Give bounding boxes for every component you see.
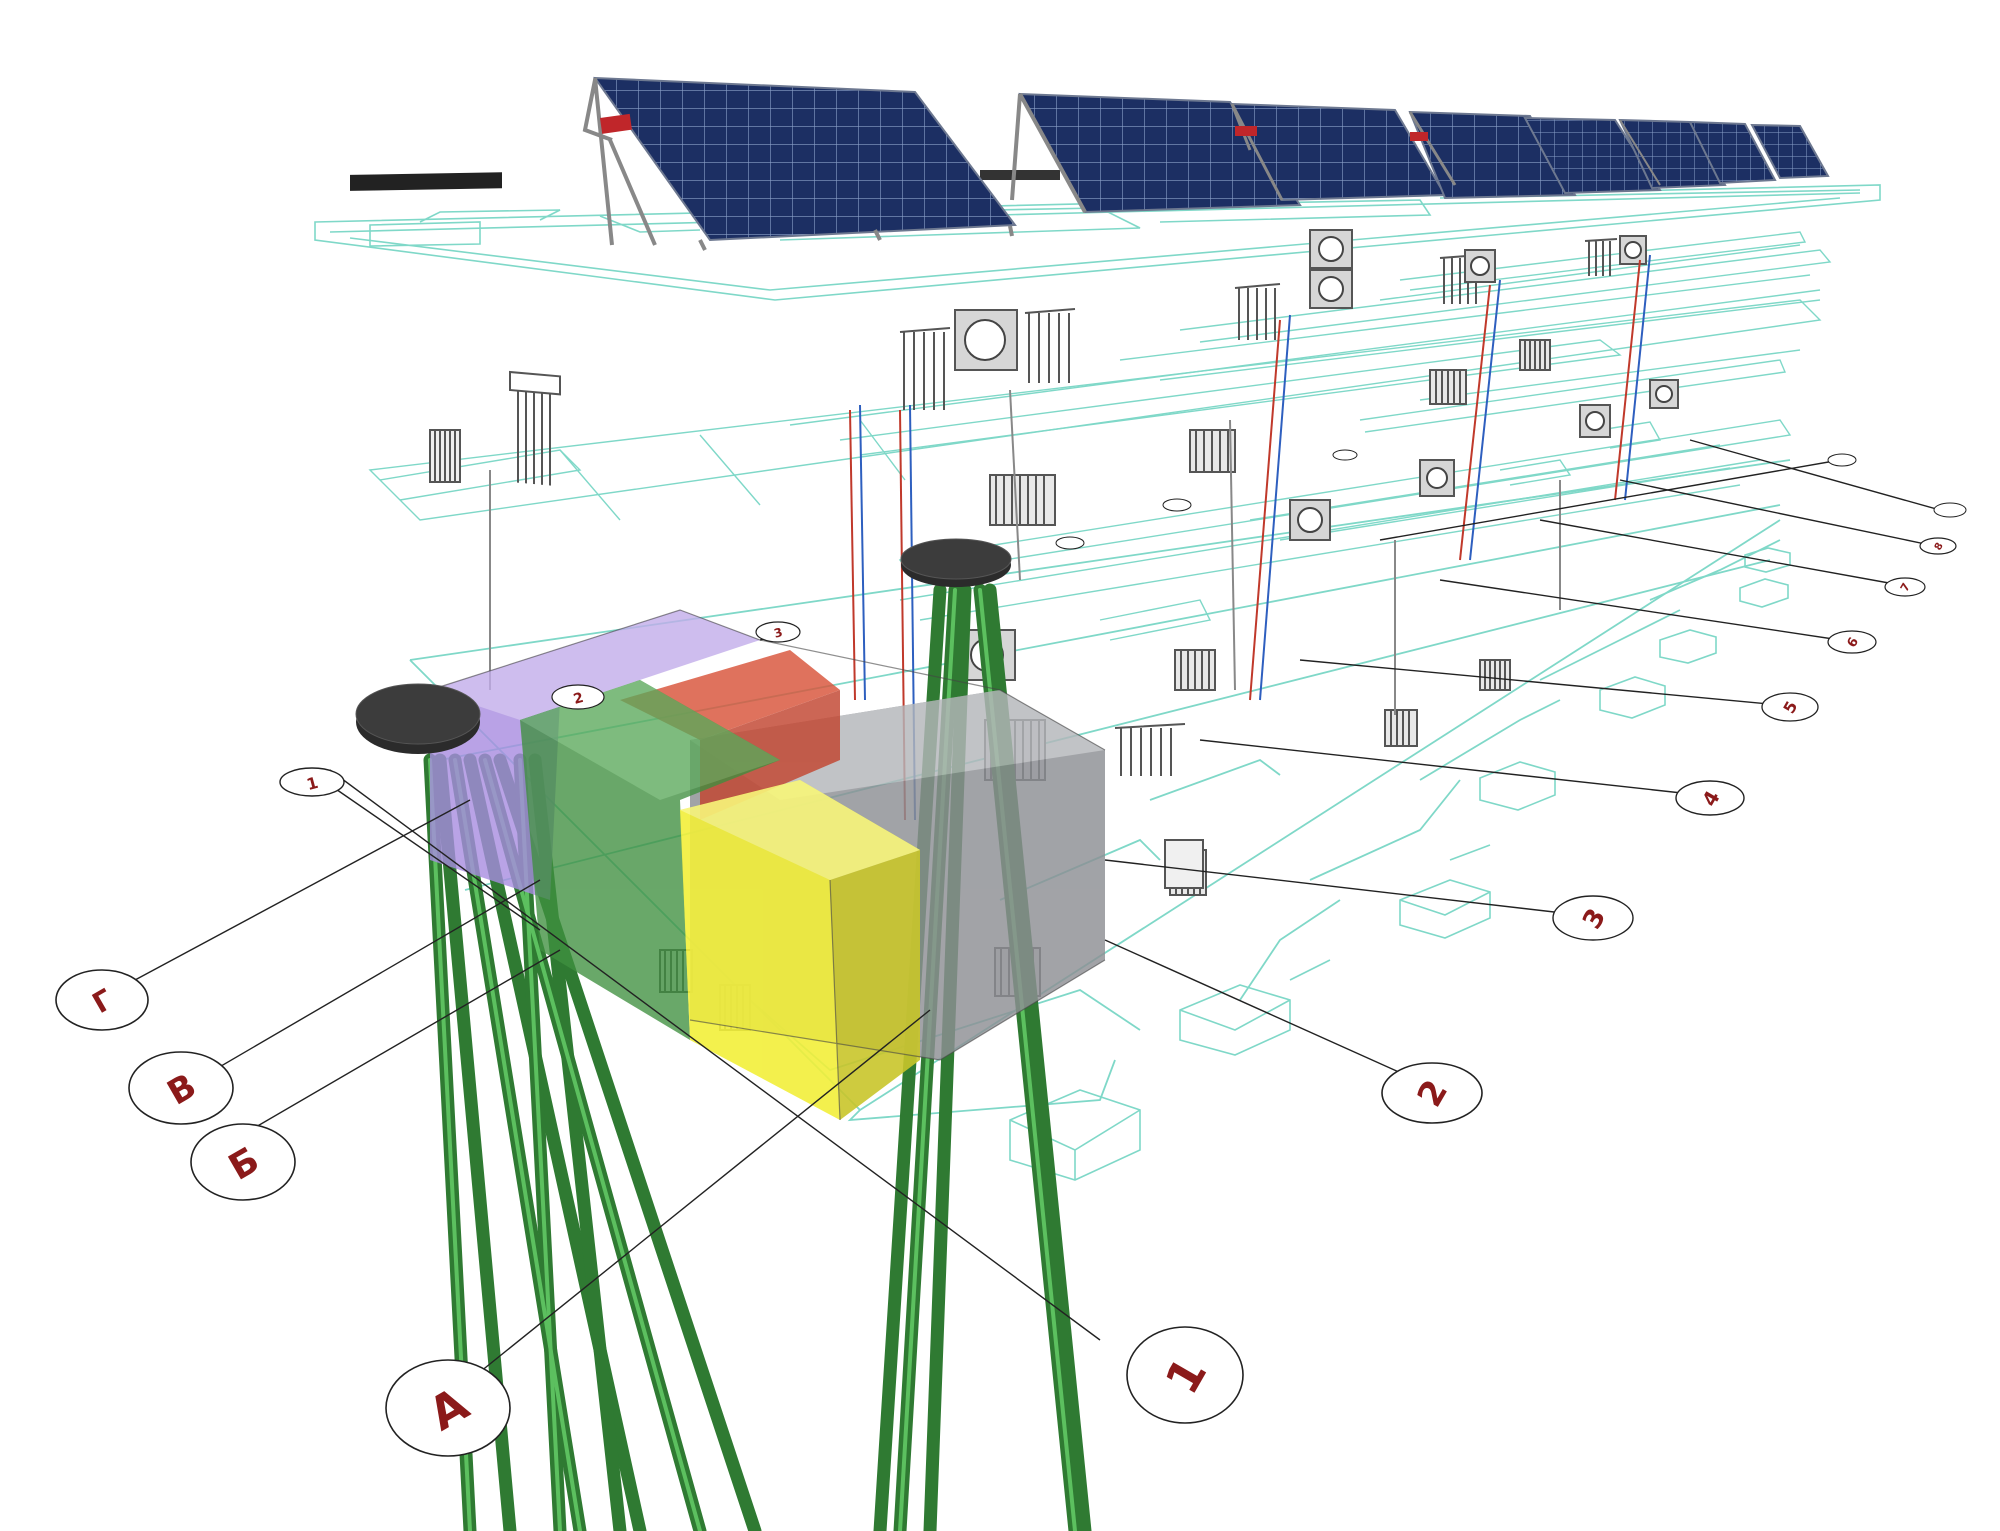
radiator-icon (429, 429, 461, 483)
radiator-icon (1519, 339, 1551, 371)
roof-slab-dark (350, 172, 502, 191)
axis-bubble-far-5 (1332, 449, 1358, 461)
tank-green (520, 680, 780, 1040)
radiator-icon (509, 370, 561, 486)
axis-bubble-2-top: 2 (551, 684, 605, 710)
well-cap-icon (355, 683, 481, 754)
fan-coil-icon (1419, 459, 1455, 497)
radiator-icon (1114, 723, 1186, 776)
fan-coil-icon (1289, 499, 1331, 541)
foundation-boxes (1009, 547, 1791, 1181)
axis-label-1-top: 1 (305, 773, 321, 794)
radiator-icon (1429, 369, 1467, 405)
axis-bubble-far-2 (1827, 453, 1857, 467)
axis-label-3-top: 3 (772, 625, 784, 641)
radiator-icon (1584, 238, 1618, 276)
tank-yellow (680, 780, 920, 1120)
grid-axis-lines (134, 439, 1941, 1381)
fan-coil-icon (954, 309, 1018, 371)
fan-coil-icon (1309, 269, 1353, 309)
solar-panel-icon (1618, 118, 1727, 190)
axis-bubble-1-top: 1 (279, 767, 345, 797)
axis-label-2-top: 2 (572, 690, 586, 708)
radiator-icon (1164, 839, 1204, 889)
axis-bubble-4: 4 (1675, 780, 1745, 816)
well-cap-icon (900, 538, 1012, 587)
solar-panel-icon (582, 76, 1017, 251)
axis-bubble-G: Г (55, 969, 149, 1031)
radiator-icon (1384, 709, 1418, 747)
fan-coil-icon (1464, 249, 1496, 283)
solar-panel-icon (1688, 120, 1777, 185)
thermal-storage-tanks (429, 609, 1106, 1121)
radiator-icon (1024, 308, 1076, 383)
axis-bubble-3-top: 3 (755, 621, 801, 643)
axis-bubble-far-3 (1162, 498, 1192, 512)
axis-bubble-V: В (128, 1051, 234, 1125)
fan-coil-icon (1309, 229, 1353, 269)
fan-coil-icon (1649, 379, 1679, 409)
solar-panel-icon (1750, 123, 1830, 180)
axis-label-8: 8 (1933, 541, 1946, 553)
axis-bubble-A: А (385, 1359, 511, 1457)
radiator-icon (899, 327, 951, 410)
radiator-icon (1234, 283, 1281, 340)
radiator-icon (1479, 659, 1511, 691)
axis-bubble-3: 3 (1552, 895, 1634, 941)
solar-array (582, 76, 1830, 251)
solar-panel-icon (1010, 92, 1302, 214)
axis-bubble-far-4 (1055, 536, 1085, 550)
axis-bubble-8: 8 (1919, 537, 1957, 555)
axis-bubble-2: 2 (1381, 1062, 1483, 1124)
well-caps (355, 538, 1012, 754)
axis-bubble-far-1 (1933, 502, 1967, 518)
fan-coil-icon (1579, 404, 1611, 438)
fan-coil-icon (1619, 235, 1647, 265)
axis-bubble-5: 5 (1761, 692, 1819, 722)
axis-bubbles: А Б В Г 1 2 3 (55, 449, 1967, 1457)
solar-panel-icon (1523, 116, 1662, 195)
axis-bubble-1: 1 (1126, 1326, 1244, 1424)
radiator-icon (989, 474, 1056, 526)
axis-bubble-7: 7 (1884, 577, 1926, 597)
axis-bubble-B: Б (190, 1123, 296, 1201)
radiator-icon (1189, 429, 1236, 473)
roof-slab-dark-2 (980, 170, 1060, 180)
tank-purple (430, 610, 760, 900)
radiator-icon (1174, 649, 1216, 691)
axis-bubble-6: 6 (1827, 630, 1877, 654)
radiator-icon (1439, 254, 1481, 304)
